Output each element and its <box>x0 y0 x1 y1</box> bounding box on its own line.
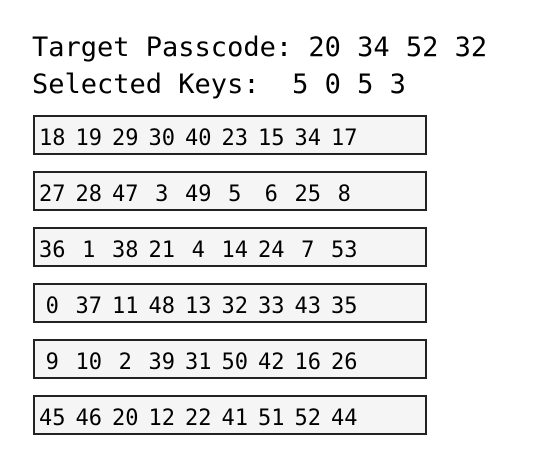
key-button[interactable]: 38 <box>112 238 139 263</box>
key-button[interactable]: 37 <box>75 294 103 319</box>
target-passcode-value: 20 34 52 32 <box>308 32 488 63</box>
key-row: 0 37 11 48 13 32 33 43 35 <box>33 283 427 323</box>
key-button[interactable]: 30 <box>148 126 176 151</box>
key-row: 18 19 29 30 40 23 15 34 17 <box>33 115 427 155</box>
key-button[interactable]: 24 <box>258 238 285 263</box>
key-button[interactable]: 22 <box>185 406 212 431</box>
key-button[interactable]: 25 <box>294 182 322 207</box>
key-button[interactable]: 8 <box>337 182 351 207</box>
key-button[interactable]: 45 <box>39 406 66 431</box>
key-button[interactable]: 19 <box>75 126 103 151</box>
key-row: 36 1 38 21 4 14 24 7 53 <box>33 227 427 267</box>
key-button[interactable]: 4 <box>191 238 205 263</box>
key-button[interactable]: 50 <box>221 350 249 375</box>
key-button[interactable]: 51 <box>258 406 285 431</box>
key-button[interactable]: 27 <box>39 182 66 207</box>
key-button[interactable]: 42 <box>258 350 285 375</box>
key-button[interactable]: 13 <box>185 294 212 319</box>
key-button[interactable]: 14 <box>221 238 249 263</box>
key-button[interactable]: 0 <box>45 294 59 319</box>
key-button[interactable]: 6 <box>264 182 278 207</box>
key-button[interactable]: 43 <box>294 294 322 319</box>
key-button[interactable]: 18 <box>39 126 66 151</box>
key-button[interactable]: 47 <box>112 182 139 207</box>
key-button[interactable]: 28 <box>75 182 103 207</box>
key-button[interactable]: 29 <box>112 126 139 151</box>
selected-keys-label: Selected Keys: <box>32 69 260 100</box>
selected-keys-line: Selected Keys: 5 0 5 3 <box>32 69 406 101</box>
key-button[interactable]: 34 <box>294 126 322 151</box>
key-button[interactable]: 3 <box>155 182 169 207</box>
key-row: 9 10 2 39 31 50 42 16 26 <box>33 339 427 379</box>
key-button[interactable]: 11 <box>112 294 139 319</box>
key-button[interactable]: 31 <box>185 350 212 375</box>
key-button[interactable]: 53 <box>331 238 358 263</box>
key-button[interactable]: 35 <box>331 294 358 319</box>
target-passcode-line: Target Passcode: 20 34 52 32 <box>32 32 487 64</box>
key-button[interactable]: 36 <box>39 238 66 263</box>
key-button[interactable]: 39 <box>148 350 176 375</box>
key-button[interactable]: 5 <box>228 182 242 207</box>
key-button[interactable]: 2 <box>118 350 132 375</box>
key-button[interactable]: 20 <box>112 406 139 431</box>
key-button[interactable]: 41 <box>221 406 249 431</box>
key-row: 45 46 20 12 22 41 51 52 44 <box>33 395 427 435</box>
key-button[interactable]: 21 <box>148 238 176 263</box>
key-button[interactable]: 23 <box>221 126 249 151</box>
selected-keys-value: 5 0 5 3 <box>292 69 406 100</box>
key-button[interactable]: 48 <box>148 294 176 319</box>
key-button[interactable]: 7 <box>301 238 315 263</box>
key-button[interactable]: 15 <box>258 126 285 151</box>
key-button[interactable]: 12 <box>148 406 176 431</box>
key-button[interactable]: 49 <box>185 182 212 207</box>
target-passcode-label: Target Passcode: <box>32 32 293 63</box>
key-button[interactable]: 32 <box>221 294 249 319</box>
key-button[interactable]: 44 <box>331 406 358 431</box>
key-button[interactable]: 9 <box>45 350 59 375</box>
key-button[interactable]: 17 <box>331 126 358 151</box>
key-button[interactable]: 16 <box>294 350 322 375</box>
key-button[interactable]: 26 <box>331 350 358 375</box>
key-button[interactable]: 46 <box>75 406 103 431</box>
key-button[interactable]: 1 <box>82 238 96 263</box>
key-button[interactable]: 40 <box>185 126 212 151</box>
key-button[interactable]: 52 <box>294 406 322 431</box>
key-button[interactable]: 10 <box>75 350 103 375</box>
key-button[interactable]: 33 <box>258 294 285 319</box>
